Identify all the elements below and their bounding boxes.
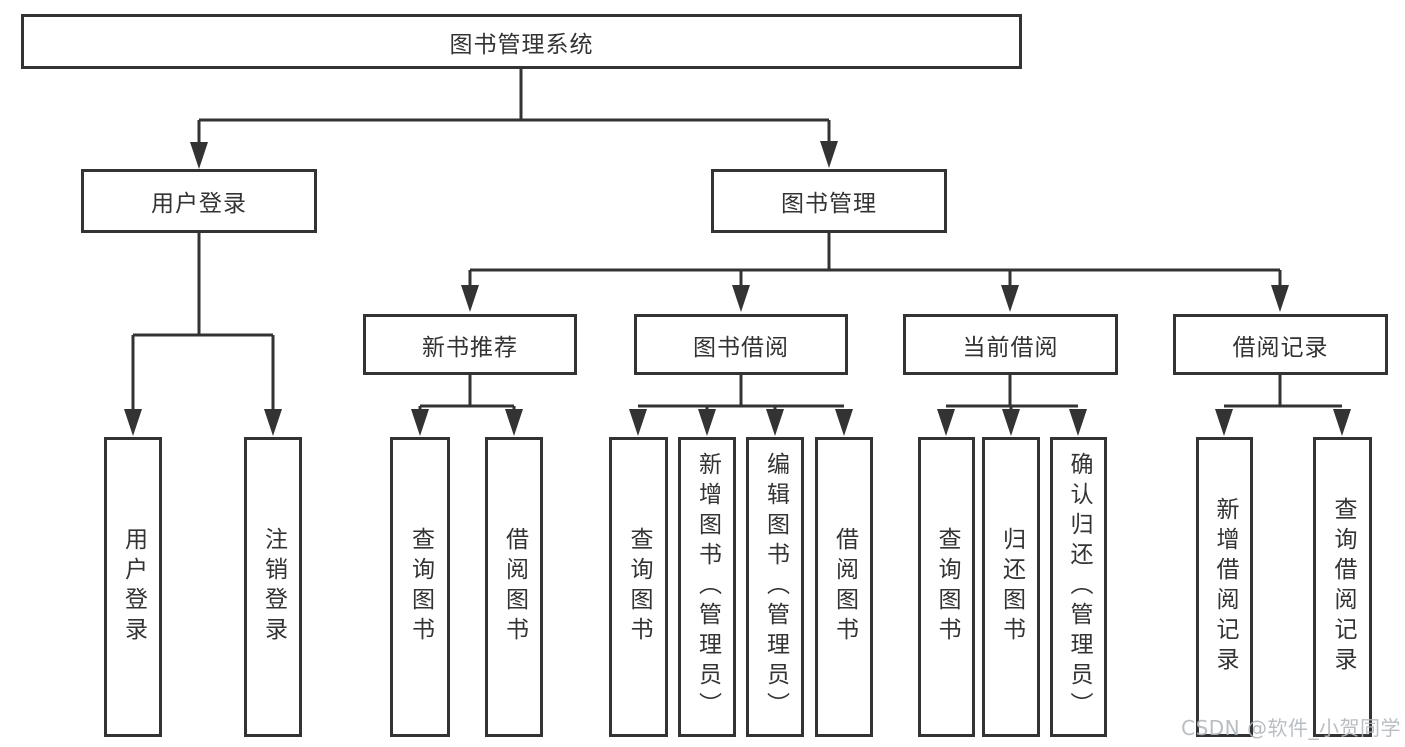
node-user-login-label: 用户登录 [151, 191, 247, 217]
leaf-current-query-books: 查询图书 [918, 437, 975, 737]
node-book-management: 图书管理 [711, 169, 947, 233]
node-new-book-recommend: 新书推荐 [363, 314, 577, 375]
leaf-confirm-return-admin-label: 确认归还（管理员） [1066, 452, 1092, 722]
arrow-down-icon [698, 409, 716, 436]
leaf-edit-books-admin-label: 编辑图书（管理员） [762, 452, 789, 722]
node-borrow-records: 借阅记录 [1173, 314, 1388, 375]
node-current-borrow-label: 当前借阅 [962, 334, 1059, 361]
arrow-down-icon [766, 409, 784, 436]
node-book-borrow-label: 图书借阅 [693, 334, 789, 361]
arrow-down-icon [1271, 285, 1289, 312]
leaf-current-query-books-label: 查询图书 [934, 527, 960, 647]
leaf-return-books: 归还图书 [982, 437, 1040, 737]
leaf-logout-label: 注销登录 [260, 527, 287, 647]
leaf-add-borrow-record: 新增借阅记录 [1196, 437, 1253, 737]
arrow-down-icon [732, 285, 750, 312]
arrow-down-icon [1001, 285, 1019, 312]
node-root-label: 图书管理系统 [449, 31, 594, 58]
leaf-confirm-return-admin: 确认归还（管理员） [1050, 437, 1107, 737]
node-new-book-recommend-label: 新书推荐 [422, 334, 518, 361]
arrow-down-icon [1333, 409, 1351, 436]
leaf-add-borrow-record-label: 新增借阅记录 [1212, 497, 1238, 677]
node-book-management-label: 图书管理 [781, 191, 877, 217]
node-root: 图书管理系统 [21, 14, 1022, 69]
arrow-down-icon [937, 409, 955, 436]
leaf-query-borrow-record-label: 查询借阅记录 [1330, 497, 1356, 677]
arrow-down-icon [190, 142, 208, 169]
arrow-down-icon [264, 409, 282, 436]
arrow-down-icon [820, 141, 838, 168]
leaf-return-books-label: 归还图书 [998, 527, 1025, 647]
arrow-down-icon [629, 409, 647, 436]
leaf-user-login-label: 用户登录 [120, 527, 147, 647]
leaf-borrow-query-books: 查询图书 [609, 437, 668, 737]
arrow-down-icon [411, 409, 429, 436]
node-current-borrow: 当前借阅 [903, 314, 1118, 375]
leaf-recommend-query-books-label: 查询图书 [407, 527, 434, 647]
leaf-borrow-query-books-label: 查询图书 [626, 527, 652, 647]
node-borrow-records-label: 借阅记录 [1232, 334, 1329, 361]
arrow-down-icon [835, 409, 853, 436]
node-user-login: 用户登录 [81, 169, 317, 233]
arrow-down-icon [1069, 409, 1087, 436]
leaf-query-borrow-record: 查询借阅记录 [1313, 437, 1372, 737]
leaf-logout: 注销登录 [244, 437, 302, 737]
node-book-borrow: 图书借阅 [634, 314, 848, 375]
leaf-recommend-borrow-books: 借阅图书 [485, 437, 543, 737]
leaf-add-books-admin-label: 新增图书（管理员） [694, 452, 721, 722]
leaf-edit-books-admin: 编辑图书（管理员） [746, 437, 804, 737]
arrow-down-icon [505, 409, 523, 436]
arrow-down-icon [1002, 409, 1020, 436]
leaf-add-books-admin: 新增图书（管理员） [678, 437, 736, 737]
arrow-down-icon [1215, 409, 1233, 436]
arrow-down-icon [461, 285, 479, 312]
arrow-down-icon [124, 409, 142, 436]
watermark-text: CSDN @软件_小贺同学 [1181, 716, 1401, 740]
leaf-recommend-query-books: 查询图书 [390, 437, 450, 737]
leaf-borrow-books: 借阅图书 [815, 437, 873, 737]
leaf-borrow-books-label: 借阅图书 [831, 527, 858, 647]
leaf-recommend-borrow-books-label: 借阅图书 [501, 527, 528, 647]
leaf-user-login: 用户登录 [104, 437, 162, 737]
